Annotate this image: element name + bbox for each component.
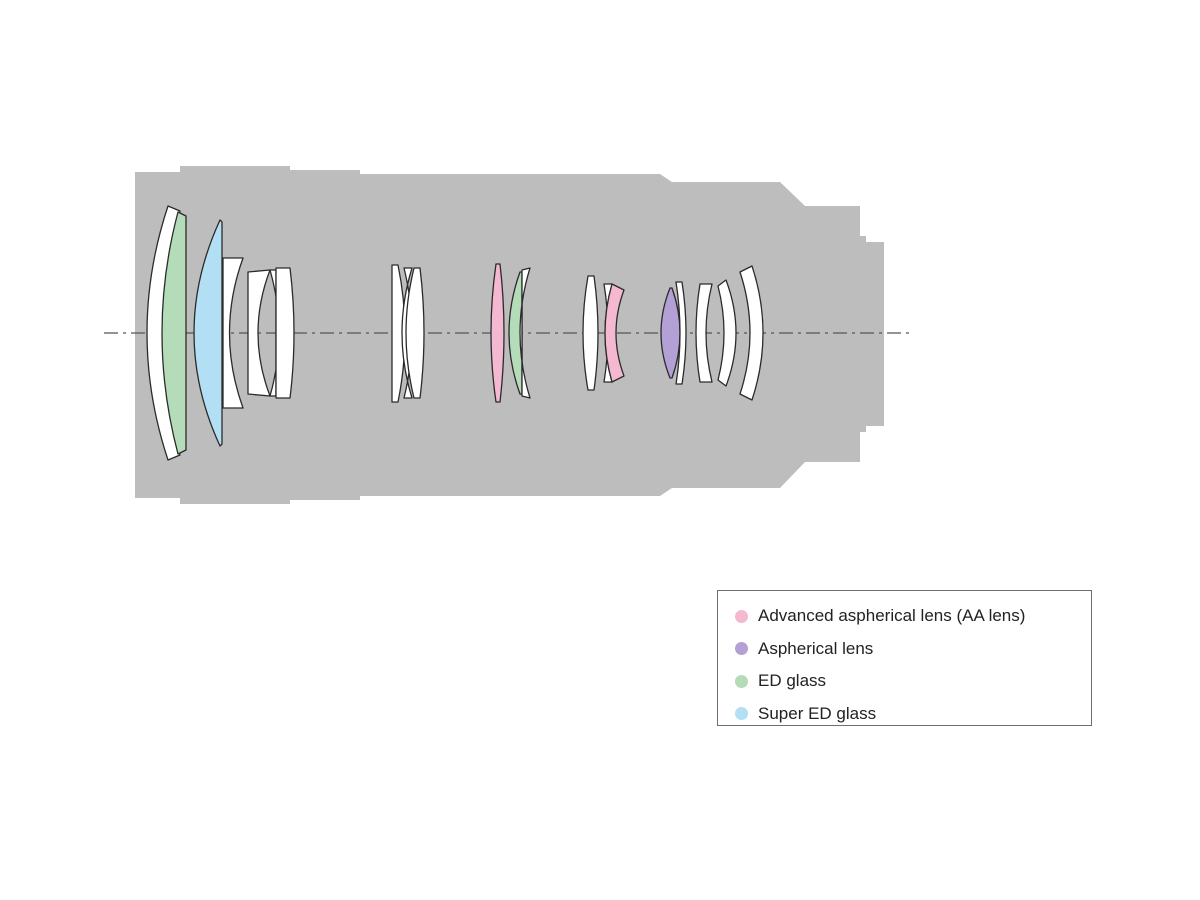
lens-element-3 [193, 219, 223, 447]
lens-element-4 [222, 257, 244, 409]
legend-item-ed-glass: ED glass [735, 665, 1091, 698]
legend-box: Advanced aspherical lens (AA lens) Asphe… [717, 590, 1092, 726]
lens-element-18 [675, 281, 687, 385]
lens-element-14 [582, 275, 599, 391]
lens-element-16 [604, 283, 625, 383]
lens-element-10 [405, 267, 425, 399]
lens-element-20 [717, 279, 737, 387]
legend-item-aa-lens: Advanced aspherical lens (AA lens) [735, 600, 1091, 633]
lens-element-12 [508, 271, 523, 395]
green-dot-icon [735, 674, 748, 688]
legend-label: Super ED glass [758, 703, 877, 723]
legend-item-aspherical: Aspherical lens [735, 633, 1091, 666]
lens-elements [146, 205, 764, 461]
legend-label: Aspherical lens [758, 638, 874, 658]
lens-element-13 [519, 267, 531, 399]
legend-label: ED glass [758, 671, 827, 691]
lens-element-11 [490, 263, 505, 403]
lens-element-19 [695, 283, 713, 383]
lens-element-21 [739, 265, 764, 401]
legend-label: Advanced aspherical lens (AA lens) [758, 606, 1026, 626]
pink-dot-icon [735, 609, 748, 623]
legend-item-super-ed-glass: Super ED glass [735, 698, 1091, 731]
lens-element-7 [275, 267, 295, 399]
lens-element-2 [161, 211, 187, 455]
lens-element-17 [660, 287, 681, 379]
blue-dot-icon [735, 707, 748, 721]
purple-dot-icon [735, 642, 748, 656]
